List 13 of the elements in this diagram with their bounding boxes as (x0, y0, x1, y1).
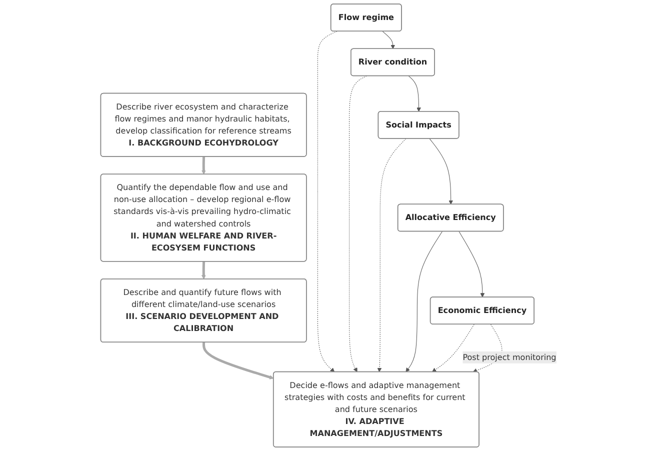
arrow (406, 231, 442, 372)
arrow (349, 76, 367, 372)
arrow (202, 342, 274, 380)
arrow (429, 138, 454, 205)
arrow (458, 231, 485, 298)
arrow (432, 324, 474, 372)
arrow (202, 262, 206, 280)
arrow (382, 31, 396, 50)
edge-label: Post project monitoring (462, 352, 556, 362)
arrow (377, 138, 406, 372)
arrow (317, 31, 338, 372)
arrow (408, 76, 421, 112)
arrow (202, 156, 206, 175)
